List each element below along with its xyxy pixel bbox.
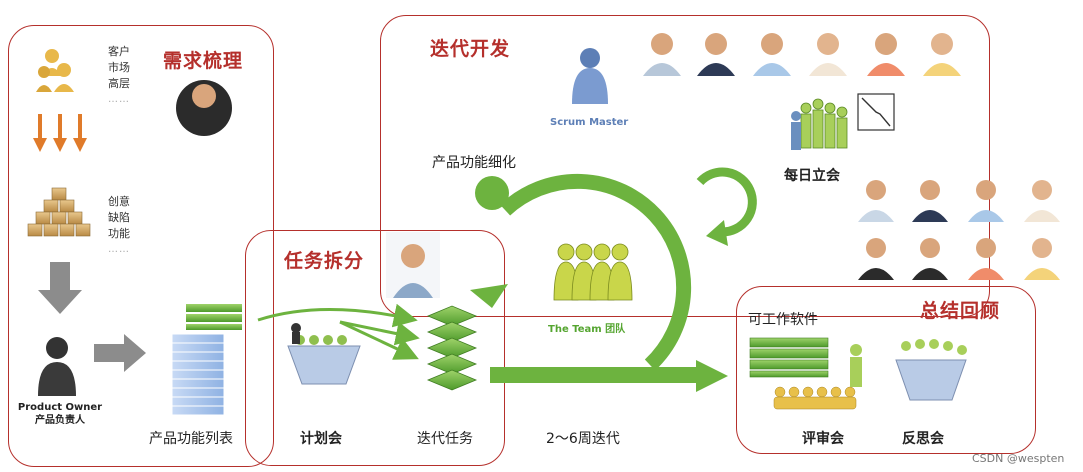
stakeholder-customer: 客户 (108, 45, 130, 58)
stakeholder-market: 市场 (108, 61, 130, 74)
avatar (968, 180, 1004, 222)
review-people-icon (773, 386, 857, 410)
product-owner-label-cn: 产品负责人 (35, 415, 85, 426)
boxes-icon (27, 187, 91, 237)
arrow-right-icon (94, 334, 146, 372)
avatar (697, 33, 735, 76)
requirements-frame (8, 25, 274, 467)
cycle-entry-arrowhead (470, 284, 508, 308)
product-owner-icon (38, 337, 76, 396)
sprint-tasks-label: 迭代任务 (417, 431, 473, 447)
working-software-label: 可工作软件 (748, 312, 818, 328)
product-backlog-stack-icon (171, 304, 242, 416)
product-backlog-label: 产品功能列表 (149, 431, 233, 447)
input-ideas: 创意 (108, 195, 130, 208)
refinement-dot (475, 176, 509, 210)
planning-meeting-label: 计划会 (300, 431, 342, 447)
avatar-task-lead (386, 232, 440, 298)
people-group-icon (36, 49, 74, 92)
daily-loop-icon (696, 167, 757, 237)
gray-down-arrow-icon (38, 262, 82, 314)
avatar (858, 238, 894, 280)
avatar (912, 238, 948, 280)
product-owner-label-en: Product Owner (17, 402, 103, 413)
watermark: CSDN @wespten (972, 452, 1065, 465)
sprint-backlog-icon (426, 305, 478, 391)
avatar (1024, 180, 1060, 222)
burndown-chart-icon (857, 93, 895, 131)
presenter-icon (850, 344, 862, 387)
meeting-table-icon-retro (895, 339, 967, 401)
down-arrows-icon (33, 114, 87, 152)
refinement-label: 产品功能细化 (432, 155, 516, 171)
avatar (867, 33, 905, 76)
avatar (923, 33, 961, 76)
cycle-duration-label: 2～6周迭代 (546, 431, 620, 447)
stakeholder-ellipsis: …… (108, 94, 130, 105)
avatar (753, 33, 791, 76)
input-features: 功能 (108, 227, 130, 240)
meeting-table-icon-planning (287, 323, 361, 385)
avatar (1024, 238, 1060, 280)
retrospective-frame (736, 286, 1036, 454)
section-title-retrospective: 总结回顾 (920, 300, 1001, 322)
avatar-po (176, 80, 232, 136)
avatar (858, 180, 894, 222)
working-software-icon (749, 337, 829, 378)
scrum-master-label: Scrum Master (550, 117, 629, 128)
team-label: The Team 团队 (548, 324, 626, 335)
output-arrowhead (696, 360, 728, 392)
section-title-requirements: 需求梳理 (163, 50, 244, 72)
retro-meeting-label: 反思会 (902, 431, 944, 447)
task-split-frame (245, 230, 505, 466)
avatar (643, 33, 681, 76)
input-ellipsis: …… (108, 244, 130, 255)
avatar (968, 238, 1004, 280)
avatar (809, 33, 847, 76)
planning-flow-arrows (257, 303, 420, 360)
avatar (912, 180, 948, 222)
daily-standup-label: 每日立会 (784, 168, 840, 184)
review-meeting-label: 评审会 (802, 431, 844, 447)
section-title-task-split: 任务拆分 (284, 250, 365, 272)
daily-standup-icon (800, 98, 848, 149)
stakeholder-executives: 高层 (108, 77, 130, 90)
input-defects: 缺陷 (108, 211, 130, 224)
scrum-master-icon (572, 48, 608, 104)
section-title-iteration-dev: 迭代开发 (430, 38, 511, 60)
team-icon (553, 243, 633, 301)
